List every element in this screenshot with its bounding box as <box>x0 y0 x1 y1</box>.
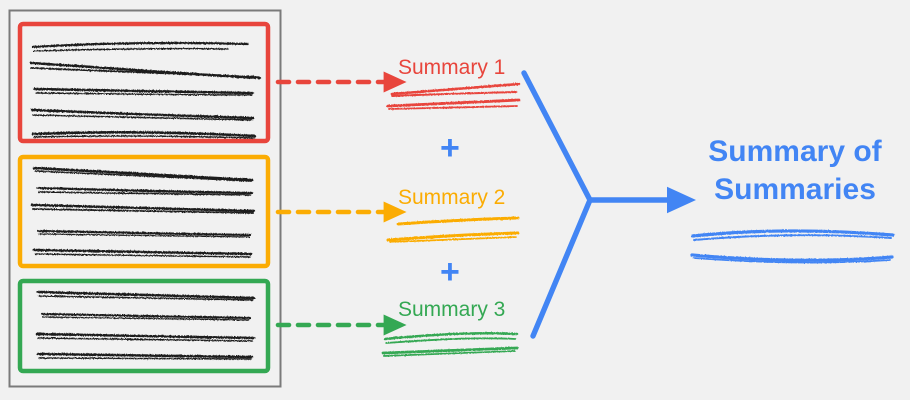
document-chunk-green[interactable] <box>17 278 271 374</box>
plus-operator-2: + <box>440 253 460 291</box>
document-chunk-yellow[interactable] <box>17 154 271 269</box>
summary-of-summaries-underline <box>690 229 895 264</box>
summary-3-underline <box>381 331 519 357</box>
summary-of-summaries-line-2: Summaries <box>714 173 876 206</box>
document-chunk-red[interactable] <box>17 21 271 144</box>
summary-3-label: Summary 3 <box>398 298 506 321</box>
summary-1-underline <box>386 82 521 110</box>
chunk-yellow-text-lines <box>30 166 256 258</box>
summary-2-underline <box>386 216 520 243</box>
summary-2-label: Summary 2 <box>398 186 506 209</box>
source-documents-container <box>8 9 282 388</box>
merge-connector <box>521 70 697 339</box>
plus-operator-1: + <box>440 129 460 167</box>
chunk-red-text-lines <box>29 41 262 139</box>
summary-1-label: Summary 1 <box>398 56 506 79</box>
chunk-green-text-lines <box>35 290 256 360</box>
summary-of-summaries-line-1: Summary of <box>708 135 882 168</box>
